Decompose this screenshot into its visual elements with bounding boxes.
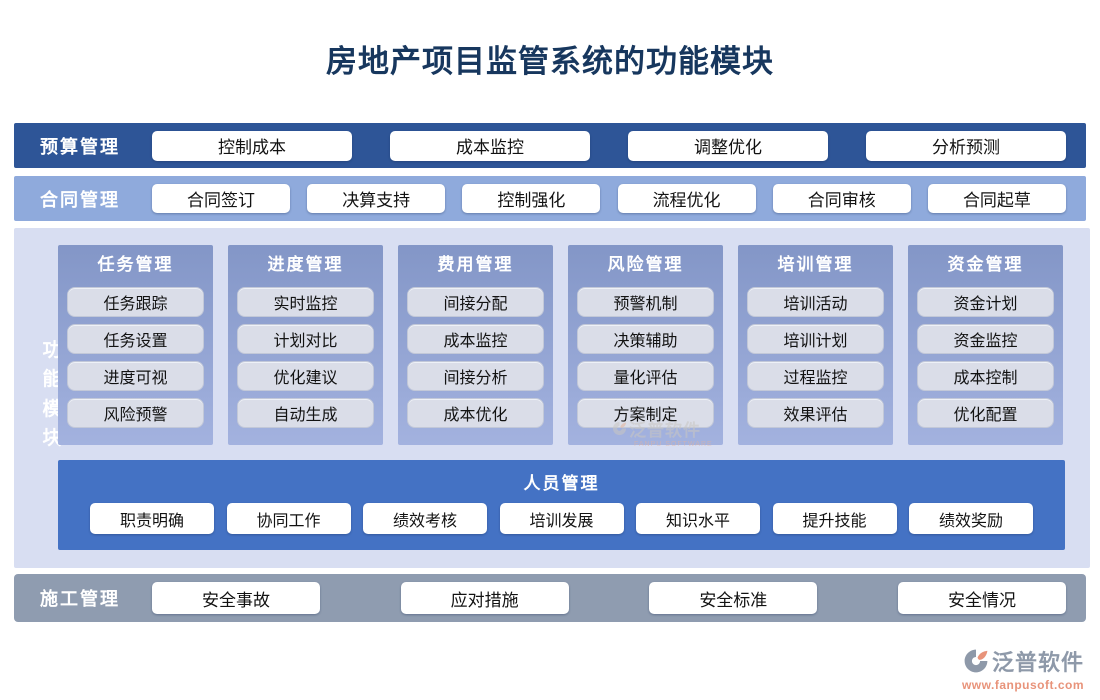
contract-button[interactable]: 合同审核 <box>772 184 911 213</box>
personnel-button[interactable]: 绩效考核 <box>363 503 487 534</box>
personnel-button[interactable]: 知识水平 <box>636 503 760 534</box>
module-card-item[interactable]: 间接分析 <box>407 361 544 391</box>
budget-button[interactable]: 分析预测 <box>866 130 1066 161</box>
fanpu-logo-icon <box>964 649 988 673</box>
module-card-item[interactable]: 间接分配 <box>407 287 544 317</box>
budget-button[interactable]: 调整优化 <box>628 130 828 161</box>
side-label: 功能模块 <box>42 340 62 450</box>
module-columns: 任务管理任务跟踪任务设置进度可视风险预警进度管理实时监控计划对比优化建议自动生成… <box>58 245 1063 445</box>
module-card: 风险管理预警机制决策辅助量化评估方案制定 <box>568 245 723 445</box>
module-card: 任务管理任务跟踪任务设置进度可视风险预警 <box>58 245 213 445</box>
module-card-item[interactable]: 资金计划 <box>917 287 1054 317</box>
budget-button[interactable]: 成本监控 <box>390 130 590 161</box>
module-card-item[interactable]: 优化配置 <box>917 398 1054 428</box>
module-card-item[interactable]: 风险预警 <box>67 398 204 428</box>
module-card-item[interactable]: 成本控制 <box>917 361 1054 391</box>
module-card-item[interactable]: 效果评估 <box>747 398 884 428</box>
module-card-item[interactable]: 方案制定 <box>577 398 714 428</box>
contract-band-label: 合同管理 <box>40 189 120 210</box>
module-card-item[interactable]: 进度可视 <box>67 361 204 391</box>
module-card: 资金管理资金计划资金监控成本控制优化配置 <box>908 245 1063 445</box>
footer-logo-url: www.fanpusoft.com <box>961 678 1084 692</box>
budget-button[interactable]: 控制成本 <box>152 130 352 161</box>
construction-band: 施工管理 安全事故 应对措施 安全标准 安全情况 <box>14 574 1086 622</box>
contract-button[interactable]: 决算支持 <box>307 184 446 213</box>
module-card-item[interactable]: 培训计划 <box>747 324 884 354</box>
module-card: 进度管理实时监控计划对比优化建议自动生成 <box>228 245 383 445</box>
module-card-item[interactable]: 自动生成 <box>237 398 374 428</box>
personnel-button[interactable]: 绩效奖励 <box>909 503 1033 534</box>
module-card: 培训管理培训活动培训计划过程监控效果评估 <box>738 245 893 445</box>
module-card-item[interactable]: 量化评估 <box>577 361 714 391</box>
personnel-header: 人员管理 <box>523 474 600 493</box>
module-card-item[interactable]: 决策辅助 <box>577 324 714 354</box>
module-card-item[interactable]: 任务跟踪 <box>67 287 204 317</box>
contract-button[interactable]: 流程优化 <box>617 184 756 213</box>
construction-button[interactable]: 应对措施 <box>400 582 569 614</box>
contract-button[interactable]: 合同起草 <box>927 184 1066 213</box>
module-card-header: 培训管理 <box>777 255 854 274</box>
page-title: 房地产项目监管系统的功能模块 <box>326 44 774 79</box>
construction-button[interactable]: 安全标准 <box>649 582 818 614</box>
footer-logo-text: 泛普软件 <box>991 650 1084 675</box>
module-card-header: 费用管理 <box>437 255 514 274</box>
personnel-button[interactable]: 职责明确 <box>90 503 214 534</box>
personnel-buttons: 职责明确协同工作绩效考核培训发展知识水平提升技能绩效奖励 <box>58 494 1065 534</box>
module-card-header: 资金管理 <box>947 255 1024 274</box>
module-card-item[interactable]: 过程监控 <box>747 361 884 391</box>
personnel-panel: 人员管理 职责明确协同工作绩效考核培训发展知识水平提升技能绩效奖励 <box>58 460 1065 550</box>
module-card-item[interactable]: 计划对比 <box>237 324 374 354</box>
budget-band: 预算管理 控制成本 成本监控 调整优化 分析预测 <box>14 123 1086 168</box>
contract-button[interactable]: 合同签订 <box>152 184 290 213</box>
budget-band-buttons: 控制成本 成本监控 调整优化 分析预测 <box>152 130 1086 161</box>
module-card-item[interactable]: 实时监控 <box>237 287 374 317</box>
footer-logo: 泛普软件 www.fanpusoft.com <box>962 645 1084 692</box>
contract-button[interactable]: 控制强化 <box>462 184 601 213</box>
module-card-item[interactable]: 成本优化 <box>407 398 544 428</box>
module-card-item[interactable]: 预警机制 <box>577 287 714 317</box>
module-card-item[interactable]: 资金监控 <box>917 324 1054 354</box>
construction-band-label: 施工管理 <box>40 589 120 609</box>
module-card-header: 进度管理 <box>267 255 344 274</box>
personnel-button[interactable]: 培训发展 <box>499 503 624 534</box>
contract-band: 合同管理 合同签订决算支持控制强化流程优化合同审核合同起草 <box>14 176 1086 221</box>
personnel-button[interactable]: 协同工作 <box>226 503 351 534</box>
module-card-item[interactable]: 成本监控 <box>407 324 544 354</box>
module-card: 费用管理间接分配成本监控间接分析成本优化 <box>398 245 553 445</box>
module-card-item[interactable]: 优化建议 <box>237 361 374 391</box>
module-card-item[interactable]: 培训活动 <box>747 287 884 317</box>
module-card-item[interactable]: 任务设置 <box>67 324 204 354</box>
construction-button[interactable]: 安全事故 <box>152 582 320 614</box>
contract-band-buttons: 合同签订决算支持控制强化流程优化合同审核合同起草 <box>152 184 1086 213</box>
function-modules-panel: 功能模块 任务管理任务跟踪任务设置进度可视风险预警进度管理实时监控计划对比优化建… <box>14 228 1090 568</box>
budget-band-label: 预算管理 <box>40 136 120 157</box>
construction-band-buttons: 安全事故 应对措施 安全标准 安全情况 <box>152 582 1086 614</box>
personnel-button[interactable]: 提升技能 <box>772 503 897 534</box>
module-card-header: 任务管理 <box>97 255 174 274</box>
module-card-header: 风险管理 <box>607 255 684 274</box>
construction-button[interactable]: 安全情况 <box>897 582 1066 614</box>
